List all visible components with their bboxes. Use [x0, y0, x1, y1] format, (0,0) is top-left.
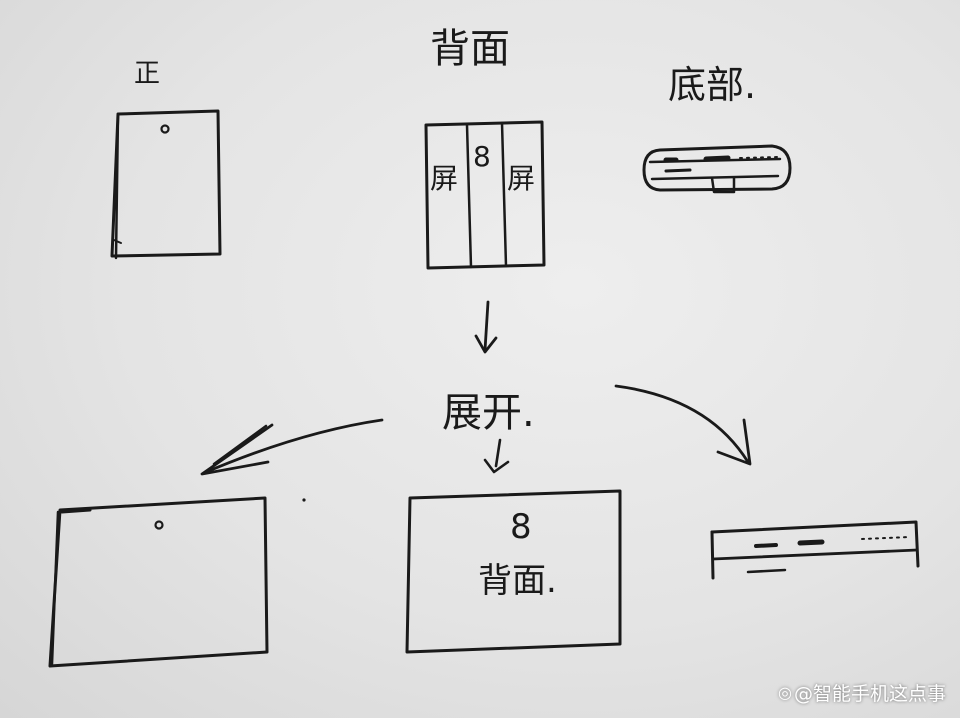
small-down-arrow-icon — [483, 438, 510, 474]
down-arrow-icon — [474, 300, 498, 354]
back-label: 背面 — [430, 26, 510, 72]
watermark-text: @智能手机这点事 — [793, 683, 946, 705]
front-view — [110, 109, 222, 260]
back-panel-right-label: 屏 — [507, 162, 535, 195]
front-label: 正 — [134, 59, 160, 89]
watermark: ◎ @智能手机这点事 — [778, 679, 946, 706]
bottom-label: 底部. — [668, 63, 756, 107]
front-camera-icon — [160, 124, 170, 134]
unfolded-front-camera-icon — [154, 520, 164, 530]
unfolded-number-label: 8 — [510, 507, 532, 547]
bottom-view — [642, 144, 792, 194]
unfolded-bottom-view — [710, 520, 920, 580]
unfolded-back-view: 8 背面. — [405, 489, 622, 654]
unfold-label: 展开. — [442, 390, 535, 436]
back-panel-left-label: 屏 — [430, 162, 458, 195]
unfolded-front-view — [48, 496, 306, 668]
unfolded-back-label: 背面. — [478, 561, 557, 601]
right-arrow-icon — [614, 384, 752, 466]
back-panel-center-label: 8 — [473, 140, 491, 173]
back-view: 屏 8 屏 — [424, 120, 546, 270]
left-arrow-icon — [200, 418, 384, 476]
toutiao-logo-icon: ◎ — [778, 683, 792, 702]
